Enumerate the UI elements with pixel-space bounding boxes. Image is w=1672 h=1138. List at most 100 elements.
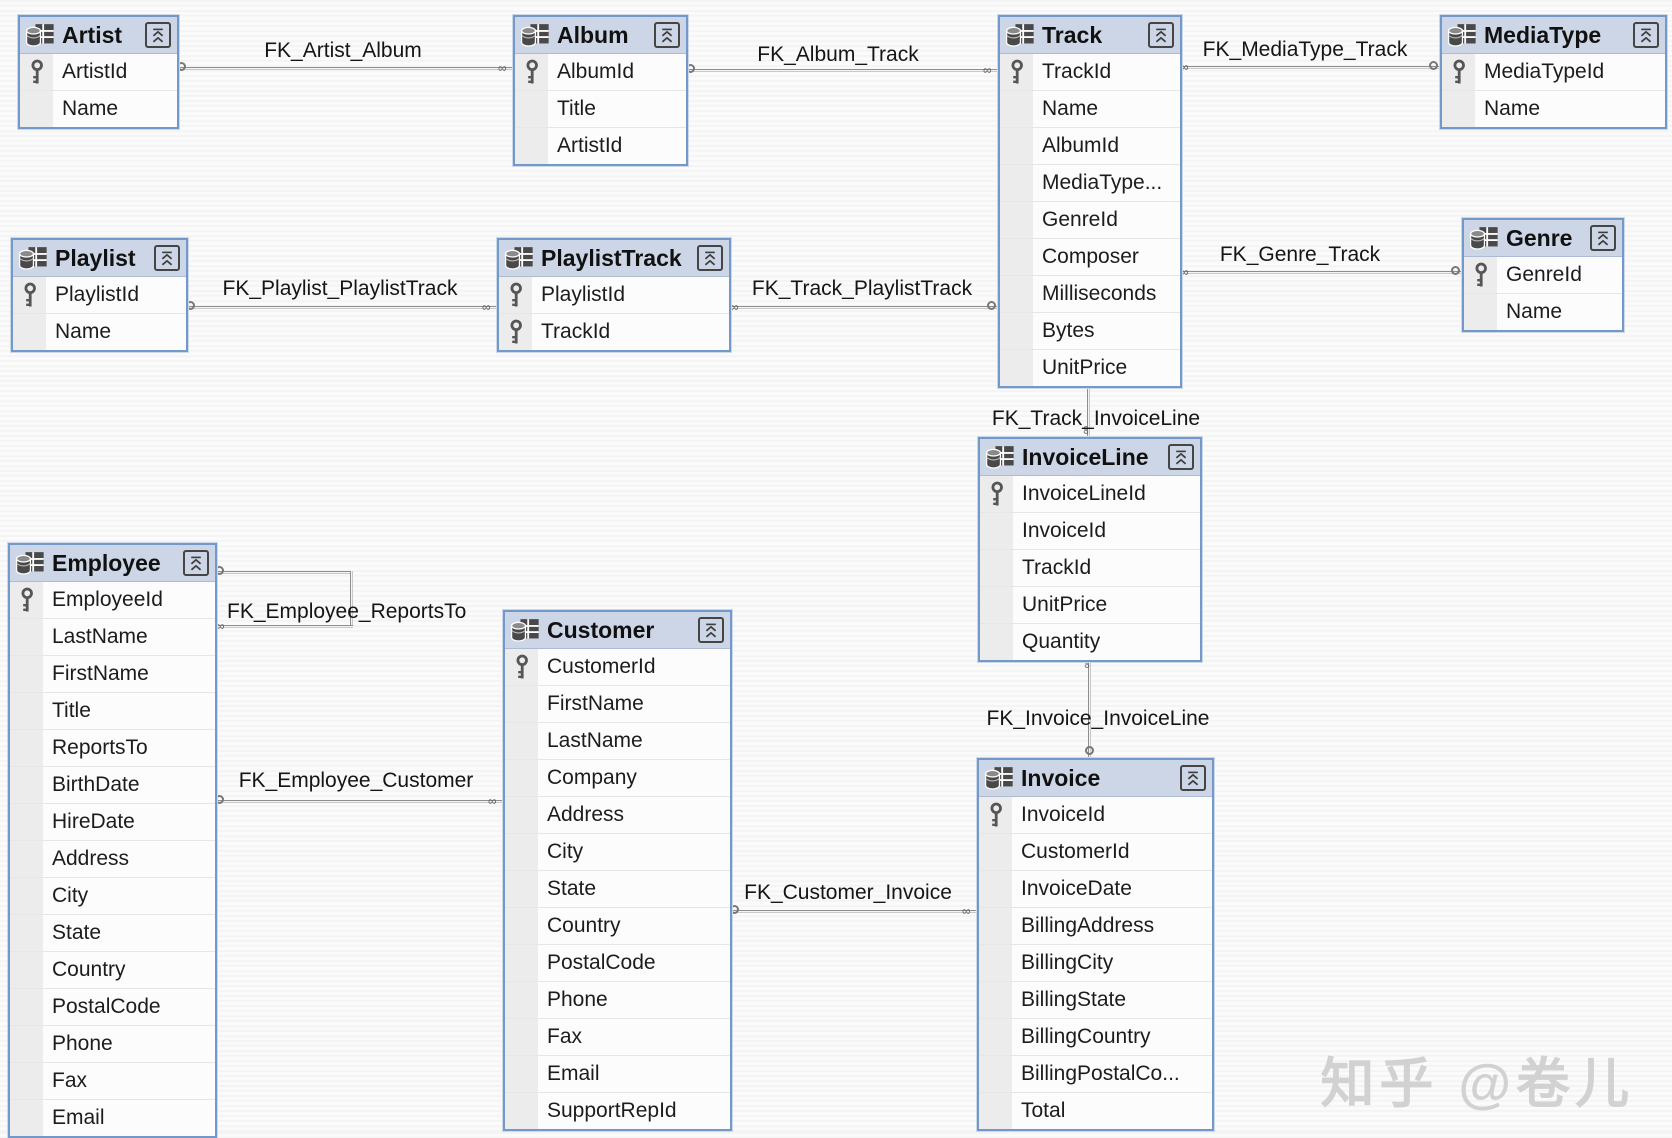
table-row[interactable]: State — [505, 870, 730, 907]
table-row[interactable]: Country — [505, 907, 730, 944]
table-row[interactable]: BillingPostalCo... — [979, 1055, 1212, 1092]
relationship-line-employee-reportsto-side[interactable] — [350, 571, 353, 628]
table-row[interactable]: Email — [10, 1099, 215, 1136]
table-header[interactable]: InvoiceLine — [980, 439, 1200, 476]
collapse-button[interactable] — [1590, 225, 1616, 251]
collapse-button[interactable] — [1148, 22, 1174, 48]
table-row[interactable]: Country — [10, 951, 215, 988]
table-row[interactable]: Address — [505, 796, 730, 833]
relationship-line-employee-customer[interactable] — [213, 800, 503, 803]
relationship-label[interactable]: FK_Employee_ReportsTo — [227, 600, 467, 623]
table-row[interactable]: Name — [1442, 90, 1665, 127]
relationship-line-mediatype-track[interactable] — [1178, 66, 1440, 69]
table-row[interactable]: TrackId — [1000, 54, 1180, 90]
table-row[interactable]: PostalCode — [505, 944, 730, 981]
table-row[interactable]: HireDate — [10, 803, 215, 840]
table-row[interactable]: GenreId — [1000, 201, 1180, 238]
table-row[interactable]: Total — [979, 1092, 1212, 1129]
collapse-button[interactable] — [145, 22, 171, 48]
table-row[interactable]: Name — [1000, 90, 1180, 127]
table-header[interactable]: Track — [1000, 17, 1180, 54]
table-row[interactable]: BillingCity — [979, 944, 1212, 981]
table-row[interactable]: Address — [10, 840, 215, 877]
table-row[interactable]: EmployeeId — [10, 582, 215, 618]
collapse-button[interactable] — [654, 22, 680, 48]
table-row[interactable]: Title — [10, 692, 215, 729]
relationship-line-track-playlisttrack[interactable] — [727, 306, 998, 309]
table-header[interactable]: Album — [515, 17, 686, 54]
table-row[interactable]: ReportsTo — [10, 729, 215, 766]
relationship-label[interactable]: FK_Track_PlaylistTrack — [751, 277, 973, 300]
relationship-line-track-invoiceline[interactable] — [1087, 377, 1090, 437]
table-row[interactable]: BirthDate — [10, 766, 215, 803]
table-row[interactable]: TrackId — [499, 313, 729, 350]
table-header[interactable]: Playlist — [13, 240, 186, 277]
table-row[interactable]: Company — [505, 759, 730, 796]
table-row[interactable]: Name — [20, 90, 177, 127]
collapse-button[interactable] — [697, 245, 723, 271]
table-row[interactable]: CustomerId — [979, 833, 1212, 870]
table-row[interactable]: CustomerId — [505, 649, 730, 685]
table-row[interactable]: AlbumId — [1000, 127, 1180, 164]
table-row[interactable]: Composer — [1000, 238, 1180, 275]
relationship-label[interactable]: FK_Employee_Customer — [238, 769, 474, 792]
relationship-label[interactable]: FK_Playlist_PlaylistTrack — [222, 277, 458, 300]
table-row[interactable]: BillingAddress — [979, 907, 1212, 944]
table-row[interactable]: LastName — [505, 722, 730, 759]
table-row[interactable]: GenreId — [1464, 257, 1622, 293]
table-row[interactable]: MediaType... — [1000, 164, 1180, 201]
table-row[interactable]: Title — [515, 90, 686, 127]
table-row[interactable]: InvoiceLineId — [980, 476, 1200, 512]
table-header[interactable]: Customer — [505, 612, 730, 649]
relationship-label[interactable]: FK_Invoice_InvoiceLine — [986, 707, 1210, 730]
relationship-line-album-track[interactable] — [684, 69, 998, 72]
table-header[interactable]: Artist — [20, 17, 177, 54]
table-row[interactable]: Fax — [10, 1062, 215, 1099]
table-row[interactable]: UnitPrice — [980, 586, 1200, 623]
table-row[interactable]: City — [10, 877, 215, 914]
collapse-button[interactable] — [154, 245, 180, 271]
table-row[interactable]: Email — [505, 1055, 730, 1092]
table-row[interactable]: BillingCountry — [979, 1018, 1212, 1055]
table-row[interactable]: Fax — [505, 1018, 730, 1055]
table-header[interactable]: Genre — [1464, 220, 1622, 257]
table-row[interactable]: Bytes — [1000, 312, 1180, 349]
table-row[interactable]: InvoiceId — [980, 512, 1200, 549]
table-row[interactable]: City — [505, 833, 730, 870]
table-row[interactable]: LastName — [10, 618, 215, 655]
relationship-label[interactable]: FK_Artist_Album — [264, 39, 422, 62]
relationship-line-artist-album[interactable] — [175, 67, 513, 70]
table-row[interactable]: Name — [13, 313, 186, 350]
table-row[interactable]: Name — [1464, 293, 1622, 330]
table-row[interactable]: Phone — [505, 981, 730, 1018]
table-row[interactable]: FirstName — [505, 685, 730, 722]
table-row[interactable]: PlaylistId — [499, 277, 729, 313]
table-row[interactable]: InvoiceDate — [979, 870, 1212, 907]
collapse-button[interactable] — [698, 617, 724, 643]
relationship-line-employee-reportsto-bottom[interactable] — [213, 625, 353, 628]
table-row[interactable]: Quantity — [980, 623, 1200, 660]
table-row[interactable]: FirstName — [10, 655, 215, 692]
table-row[interactable]: TrackId — [980, 549, 1200, 586]
table-header[interactable]: MediaType — [1442, 17, 1665, 54]
table-row[interactable]: AlbumId — [515, 54, 686, 90]
table-row[interactable]: Phone — [10, 1025, 215, 1062]
relationship-line-invoice-invoiceline[interactable] — [1088, 655, 1091, 758]
relationship-label[interactable]: FK_Track_InvoiceLine — [991, 407, 1201, 430]
table-row[interactable]: PlaylistId — [13, 277, 186, 313]
table-row[interactable]: SupportRepId — [505, 1092, 730, 1129]
relationship-line-customer-invoice[interactable] — [728, 910, 977, 913]
table-row[interactable]: Milliseconds — [1000, 275, 1180, 312]
collapse-button[interactable] — [1168, 444, 1194, 470]
relationship-line-genre-track[interactable] — [1178, 271, 1462, 274]
relationship-label[interactable]: FK_Genre_Track — [1219, 243, 1381, 266]
table-row[interactable]: UnitPrice — [1000, 349, 1180, 386]
